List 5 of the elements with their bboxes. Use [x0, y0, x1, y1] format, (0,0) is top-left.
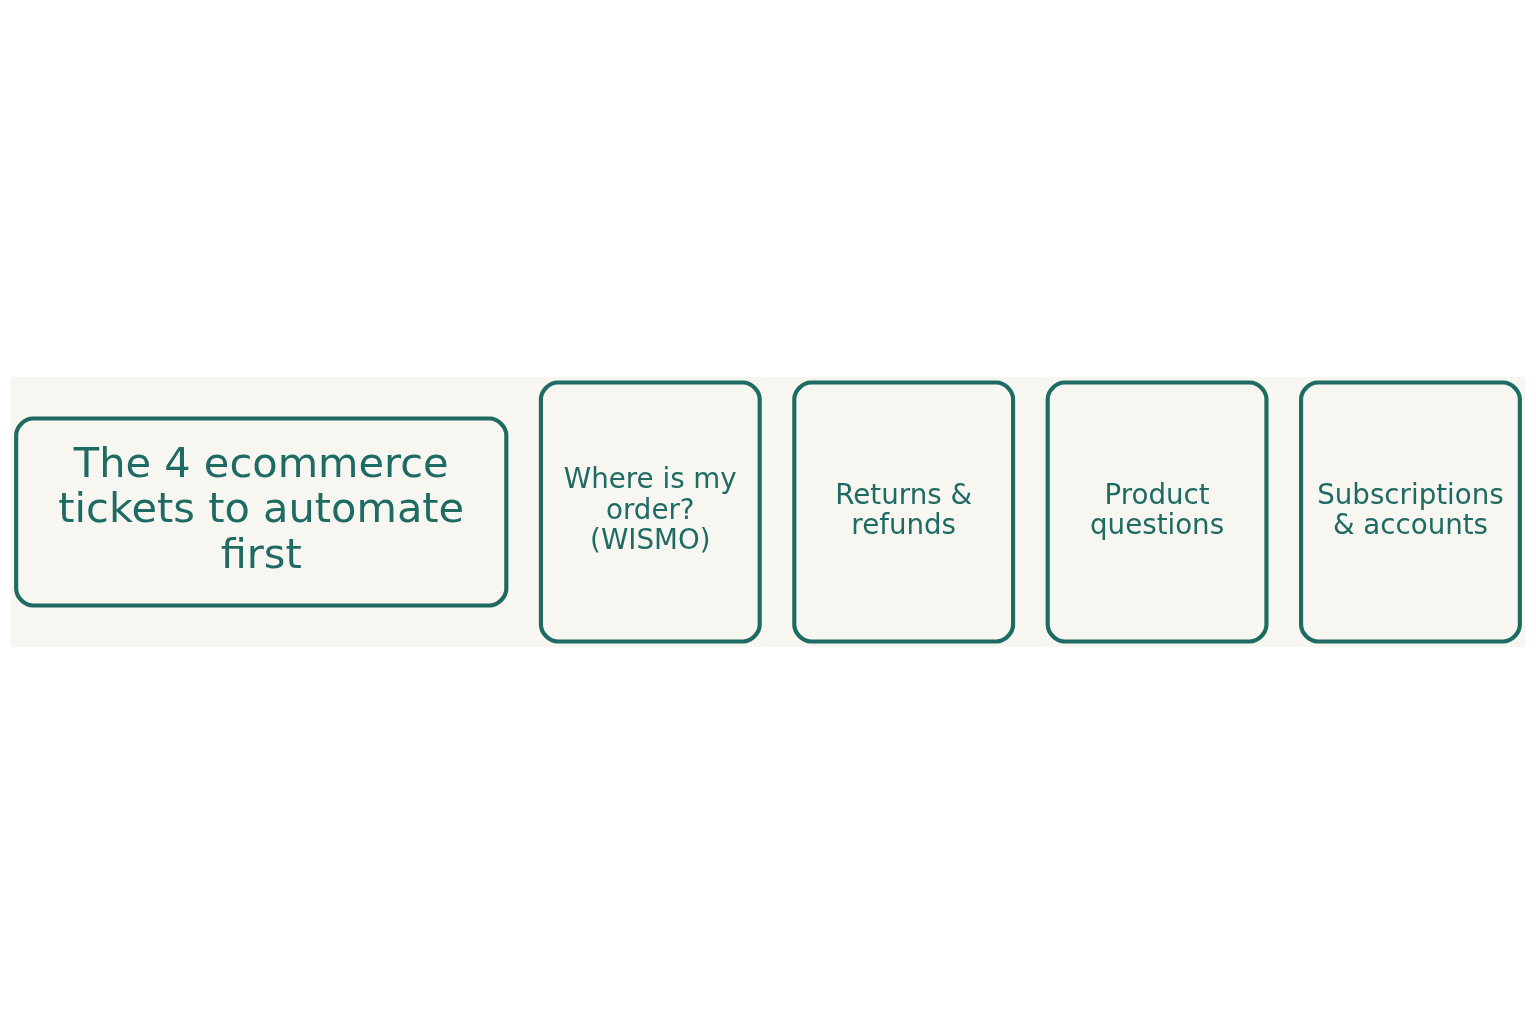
node-box: Where is my order? (WISMO)	[538, 380, 762, 644]
node-box: Product questions	[1045, 380, 1269, 644]
node-box: Returns & refunds	[792, 380, 1016, 644]
node-box: The 4 ecommerce tickets to automate first	[14, 416, 509, 608]
node-box: Subscriptions & accounts	[1299, 380, 1522, 644]
